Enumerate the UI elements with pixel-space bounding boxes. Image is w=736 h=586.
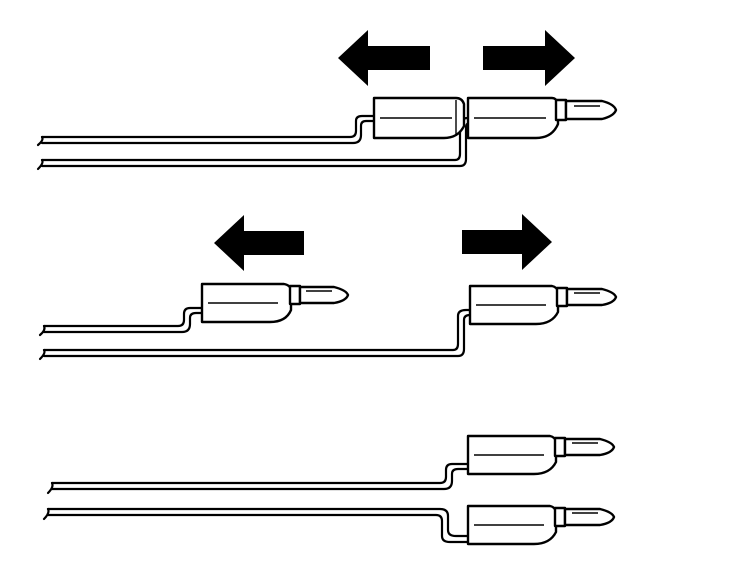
panel-separated-plugs [38,214,618,361]
arrow-right-icon [483,30,575,86]
arrow-left-icon [338,30,430,86]
panel-stacked-plugs [36,30,618,171]
plug-left [200,282,350,324]
plug-body-left [372,96,466,140]
panel-side-by-side-plugs [42,434,616,546]
lead-wire-lower [38,308,474,361]
arrow-right-icon [462,214,552,270]
plug-body-right [466,96,618,140]
arrow-left-icon [214,215,304,271]
lead-wire-lower [42,507,472,544]
lead-wire-upper [46,462,472,495]
lead-wire-upper [38,306,206,337]
plug-right [468,284,618,326]
lead-wire-upper [36,114,378,147]
plug-upper [466,434,616,476]
plug-lower [466,504,616,546]
